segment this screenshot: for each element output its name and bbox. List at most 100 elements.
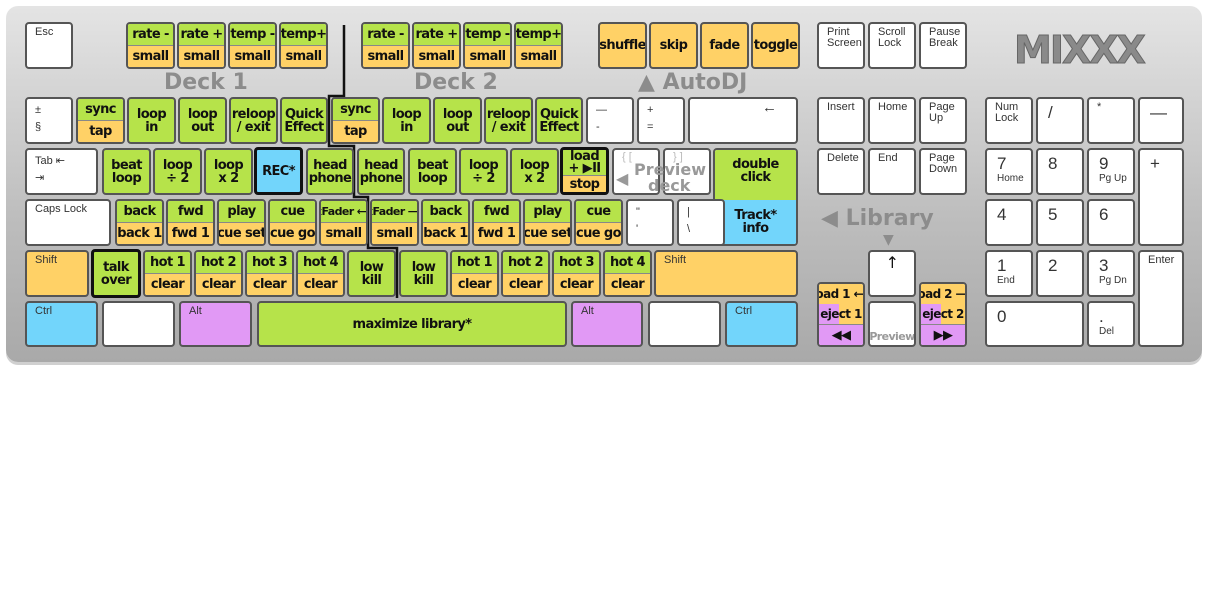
key-d2-quick-effect[interactable]: Quick Effect [535, 97, 583, 144]
key-num-enter[interactable]: Enter [1138, 250, 1184, 347]
key-d1-beat-loop[interactable]: beat loop [102, 148, 151, 195]
key-d2-rate-plus[interactable]: rate +small [412, 22, 461, 69]
key-d1-temp-minus[interactable]: temp -small [228, 22, 277, 69]
key-arrow-up[interactable]: ↑ [868, 250, 916, 297]
key-minus[interactable]: — - [586, 97, 634, 144]
key-d2-low-kill[interactable]: low kill [399, 250, 448, 297]
key-d2-loop-out[interactable]: loop out [433, 97, 482, 144]
key-num-4[interactable]: 4 [985, 199, 1033, 246]
key-home[interactable]: Home [868, 97, 916, 144]
key-d1-rate-plus[interactable]: rate +small [177, 22, 226, 69]
key-d2-xfader-right[interactable]: xFader ⟶small [370, 199, 419, 246]
key-arrow-right-load2[interactable]: load 2 ⟶eject 2▶▶ [919, 282, 967, 347]
key-num-multiply[interactable]: * [1087, 97, 1135, 144]
key-arrow-down-preview[interactable]: Preview [868, 301, 916, 347]
key-d1-reloop[interactable]: reloop / exit [229, 97, 278, 144]
key-talkover[interactable]: talk over [91, 249, 141, 298]
key-num-0[interactable]: 0 [985, 301, 1084, 347]
key-insert[interactable]: Insert [817, 97, 865, 144]
key-bracket-left[interactable]: { [ [612, 148, 660, 195]
key-rec[interactable]: REC* [254, 147, 303, 195]
key-backspace[interactable]: ← [688, 97, 798, 144]
key-shift-right[interactable]: Shift [654, 250, 798, 297]
key-print-screen[interactable]: Print Screen [817, 22, 865, 69]
key-num-dot[interactable]: .Del [1087, 301, 1135, 347]
key-d1-loop-half[interactable]: loop ÷ 2 [153, 148, 202, 195]
key-d1-loop-out[interactable]: loop out [178, 97, 227, 144]
key-bracket-right[interactable]: } ] [663, 148, 711, 195]
key-page-up[interactable]: Page Up [919, 97, 967, 144]
key-d2-loop-in[interactable]: loop in [382, 97, 431, 144]
key-autodj-toggle[interactable]: toggle [751, 22, 800, 69]
key-caps-lock[interactable]: Caps Lock [25, 199, 111, 246]
key-quote[interactable]: " ' [626, 199, 674, 246]
key-end[interactable]: End [868, 148, 916, 195]
key-ctrl-right[interactable]: Ctrl [725, 301, 798, 347]
key-d2-loop-half[interactable]: loop ÷ 2 [459, 148, 508, 195]
key-shift-left[interactable]: Shift [25, 250, 89, 297]
key-scroll-lock[interactable]: Scroll Lock [868, 22, 916, 69]
key-d2-temp-minus[interactable]: temp -small [463, 22, 512, 69]
key-equals[interactable]: + = [637, 97, 685, 144]
key-tab[interactable]: Tab ⇤ ⇥ [25, 148, 98, 195]
key-d1-rate-minus[interactable]: rate -small [126, 22, 175, 69]
key-num-6[interactable]: 6 [1087, 199, 1135, 246]
key-d2-rate-minus[interactable]: rate -small [361, 22, 410, 69]
key-num-2[interactable]: 2 [1036, 250, 1084, 297]
key-d1-low-kill[interactable]: low kill [347, 250, 396, 297]
key-space-maximize-library[interactable]: maximize library* [257, 301, 567, 347]
key-pause-break[interactable]: Pause Break [919, 22, 967, 69]
key-delete[interactable]: Delete [817, 148, 865, 195]
key-autodj-shuffle[interactable]: shuffle [598, 22, 647, 69]
key-plusminus[interactable]: ± § [25, 97, 73, 144]
key-num-divide[interactable]: / [1036, 97, 1084, 144]
key-d2-headphone[interactable]: head phone [357, 148, 405, 195]
key-autodj-fade[interactable]: fade [700, 22, 749, 69]
key-d1-loop-in[interactable]: loop in [127, 97, 176, 144]
key-esc[interactable]: Esc [25, 22, 73, 69]
key-num-5[interactable]: 5 [1036, 199, 1084, 246]
key-d1-headphone[interactable]: head phone [306, 148, 354, 195]
key-d1-loop-double[interactable]: loop x 2 [204, 148, 253, 195]
key-page-down[interactable]: Page Down [919, 148, 967, 195]
key-meta-left[interactable] [102, 301, 175, 347]
key-ctrl-left[interactable]: Ctrl [25, 301, 98, 347]
key-numlock[interactable]: Num Lock [985, 97, 1033, 144]
key-d1-temp-plus[interactable]: temp+small [279, 22, 328, 69]
key-d1-xfader-left[interactable]: xFader ⟵small [319, 199, 368, 246]
key-num-add[interactable]: + [1138, 148, 1184, 246]
key-alt-right[interactable]: Alt [571, 301, 643, 347]
key-alt-left[interactable]: Alt [179, 301, 252, 347]
key-d2-reloop[interactable]: reloop / exit [484, 97, 533, 144]
key-meta-right[interactable] [648, 301, 721, 347]
key-autodj-skip[interactable]: skip [649, 22, 698, 69]
key-d2-beat-loop[interactable]: beat loop [408, 148, 457, 195]
key-d2-loop-double[interactable]: loop x 2 [510, 148, 559, 195]
key-num-subtract[interactable]: — [1138, 97, 1184, 144]
key-arrow-left-load1[interactable]: load 1 ⟵eject 1◀◀ [817, 282, 865, 347]
